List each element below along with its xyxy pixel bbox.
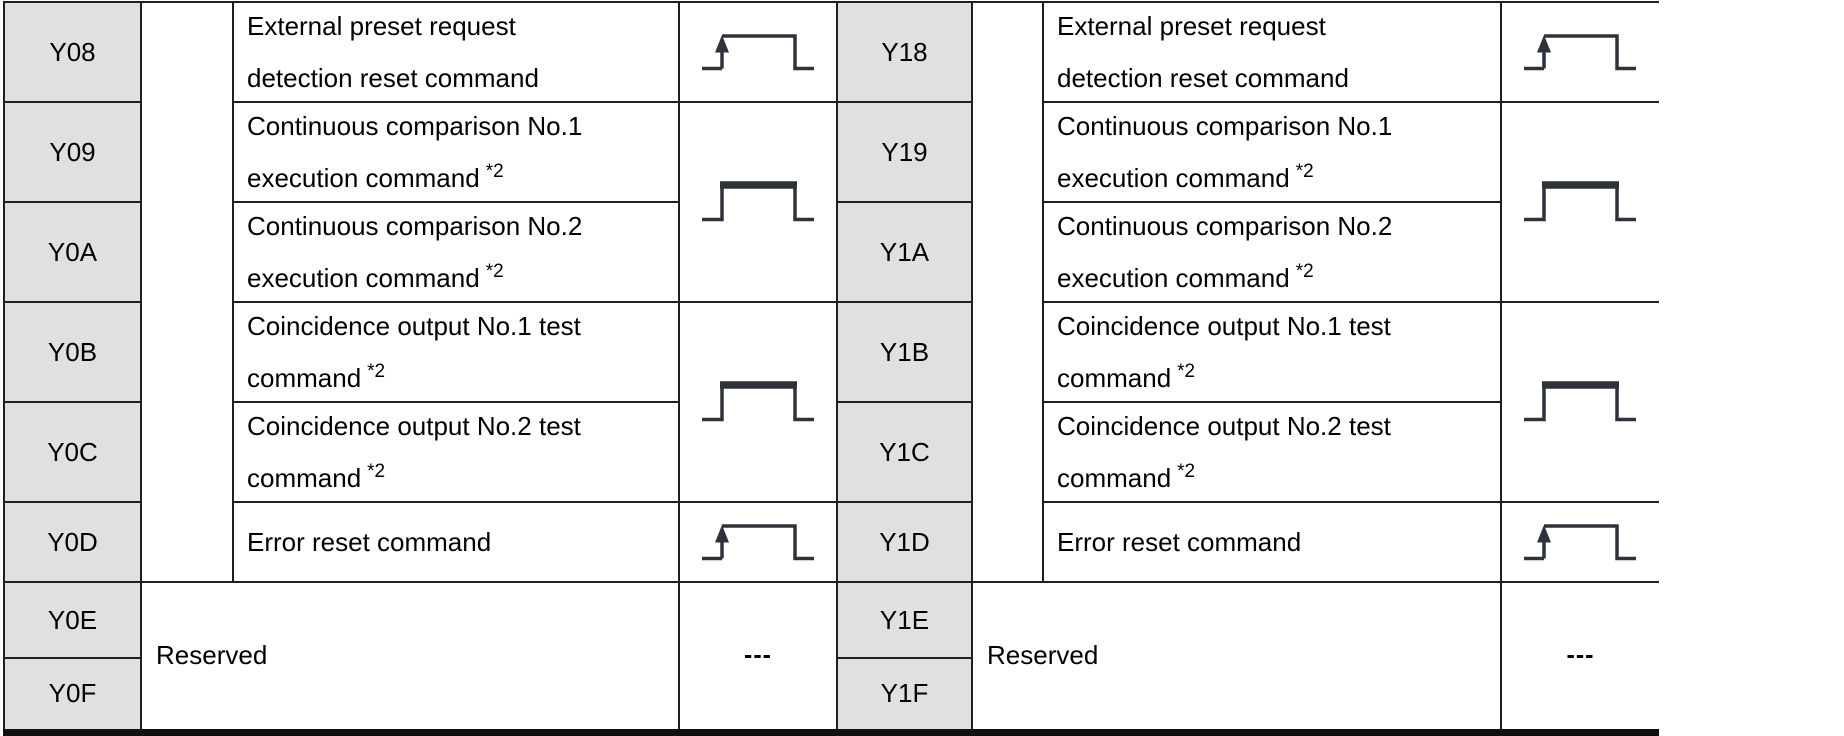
description-line: Continuous comparison No.2 <box>247 211 583 241</box>
signal-cell-y1f: Y1F <box>836 657 973 736</box>
description-line: command*2 <box>247 461 386 493</box>
waveform-cell-y09-y0a <box>678 101 838 303</box>
signal-cell-y1b: Y1B <box>836 301 973 403</box>
table-row: Y0B Coincidence output No.1 test command… <box>3 301 1659 503</box>
empty-spacer-cell <box>140 1 234 583</box>
rising-edge-pulse-icon <box>701 34 814 71</box>
description-line: execution command*2 <box>247 161 504 193</box>
description-cell-y1a: Continuous comparison No.2 execution com… <box>1042 201 1502 303</box>
no-waveform-dashes-right: --- <box>1500 581 1659 736</box>
level-pulse-icon <box>1524 381 1636 422</box>
footnote-ref: *2 <box>367 361 386 382</box>
description-cell-y18: External preset request detection reset … <box>1042 1 1502 103</box>
description-line: Coincidence output No.1 test <box>247 311 581 341</box>
table-row: Y0C Coincidence output No.2 test command… <box>3 401 1659 503</box>
signal-cell-y0f: Y0F <box>3 657 142 736</box>
description-line: execution command*2 <box>1057 161 1314 193</box>
signal-cell-y09: Y09 <box>3 101 142 203</box>
description-cell-y0b: Coincidence output No.1 test command*2 <box>232 301 680 403</box>
description-line: command*2 <box>1057 461 1196 493</box>
description-cell-y08: External preset request detection reset … <box>232 1 680 103</box>
empty-spacer-cell <box>971 1 1044 583</box>
rising-edge-pulse-icon <box>1524 524 1636 561</box>
description-cell-y1b: Coincidence output No.1 test command*2 <box>1042 301 1502 403</box>
description-line: Continuous comparison No.1 <box>247 111 583 141</box>
description-cell-y0d: Error reset command <box>232 501 680 583</box>
signal-cell-y0a: Y0A <box>3 201 142 303</box>
signal-cell-y1c: Y1C <box>836 401 973 503</box>
signal-cell-y1d: Y1D <box>836 501 973 583</box>
table-row: Y0D Error reset command Y1D Error reset … <box>3 501 1659 583</box>
reserved-cell-left: Reserved <box>140 581 680 736</box>
description-line: Error reset command <box>1057 527 1302 557</box>
description-cell-y0c: Coincidence output No.2 test command*2 <box>232 401 680 503</box>
signal-cell-y0b: Y0B <box>3 301 142 403</box>
output-signal-table: Y08 External preset request detection re… <box>3 1 1659 736</box>
signal-cell-y18: Y18 <box>836 1 973 103</box>
description-line: Continuous comparison No.1 <box>1057 111 1393 141</box>
signal-cell-y08: Y08 <box>3 1 142 103</box>
description-cell-y0a: Continuous comparison No.2 execution com… <box>232 201 680 303</box>
signal-cell-y0c: Y0C <box>3 401 142 503</box>
description-line: execution command*2 <box>247 261 504 293</box>
description-line: Coincidence output No.2 test <box>247 411 581 441</box>
footnote-ref: *2 <box>1177 461 1196 482</box>
table-row: Y08 External preset request detection re… <box>3 1 1659 583</box>
description-line: Coincidence output No.2 test <box>1057 411 1391 441</box>
description-cell-y09: Continuous comparison No.1 execution com… <box>232 101 680 203</box>
signal-cell-y1e: Y1E <box>836 581 973 659</box>
signal-cell-y1a: Y1A <box>836 201 973 303</box>
description-line: detection reset command <box>247 63 539 93</box>
table-row: Y0A Continuous comparison No.2 execution… <box>3 201 1659 303</box>
reserved-cell-right: Reserved <box>971 581 1502 736</box>
footnote-ref: *2 <box>485 161 504 182</box>
description-line: External preset request <box>1057 11 1326 41</box>
description-line: command*2 <box>247 361 386 393</box>
footnote-ref: *2 <box>1295 261 1314 282</box>
level-pulse-icon <box>1524 181 1636 222</box>
waveform-cell-y18 <box>1500 1 1659 103</box>
waveform-cell-y1b-y1c <box>1500 301 1659 503</box>
description-line: Continuous comparison No.2 <box>1057 211 1393 241</box>
footnote-ref: *2 <box>485 261 504 282</box>
description-line: Error reset command <box>247 527 492 557</box>
description-line: External preset request <box>247 11 516 41</box>
description-cell-y1c: Coincidence output No.2 test command*2 <box>1042 401 1502 503</box>
description-cell-y19: Continuous comparison No.1 execution com… <box>1042 101 1502 203</box>
rising-edge-pulse-icon <box>701 524 814 561</box>
waveform-cell-y0b-y0c <box>678 301 838 503</box>
level-pulse-icon <box>701 381 814 422</box>
description-line: Coincidence output No.1 test <box>1057 311 1391 341</box>
footnote-ref: *2 <box>1295 161 1314 182</box>
waveform-cell-y0d <box>678 501 838 583</box>
table-row: Y0E Reserved --- Y1E Reserved --- <box>3 581 1659 736</box>
waveform-cell-y1d <box>1500 501 1659 583</box>
description-line: execution command*2 <box>1057 261 1314 293</box>
level-pulse-icon <box>701 181 814 222</box>
rising-edge-pulse-icon <box>1524 34 1636 71</box>
description-line: command*2 <box>1057 361 1196 393</box>
footnote-ref: *2 <box>367 461 386 482</box>
description-line: detection reset command <box>1057 63 1349 93</box>
table-row: Y0F Y1F <box>3 657 1659 736</box>
waveform-cell-y08 <box>678 1 838 103</box>
no-waveform-dashes-left: --- <box>678 581 838 736</box>
waveform-cell-y19-y1a <box>1500 101 1659 303</box>
table-row: Y09 Continuous comparison No.1 execution… <box>3 101 1659 303</box>
footnote-ref: *2 <box>1177 361 1196 382</box>
signal-cell-y0d: Y0D <box>3 501 142 583</box>
signal-cell-y19: Y19 <box>836 101 973 203</box>
signal-cell-y0e: Y0E <box>3 581 142 659</box>
description-cell-y1d: Error reset command <box>1042 501 1502 583</box>
